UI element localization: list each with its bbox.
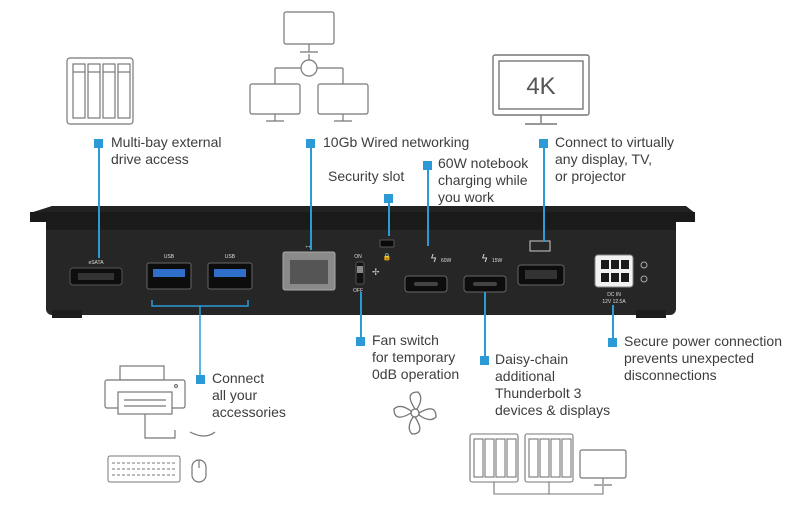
security-slot: 🔒 xyxy=(379,239,395,261)
svg-text:ϟ: ϟ xyxy=(430,252,437,265)
callout-line-networking xyxy=(310,148,312,250)
callout-line-multibay xyxy=(98,148,100,258)
thunderbolt-15w-port: ϟ xyxy=(463,252,507,293)
callout-power: Secure power connection prevents unexpec… xyxy=(624,333,782,383)
monitor-4k-text: 4K xyxy=(526,73,555,100)
fan-icon xyxy=(393,391,437,435)
callout-line-display xyxy=(543,148,545,242)
fan-on-label: ON xyxy=(354,254,362,260)
callout-line-security xyxy=(388,196,390,236)
tb60-label: 60W xyxy=(441,258,452,264)
callout-marker xyxy=(608,338,617,347)
callout-marker xyxy=(384,194,393,203)
network-icon xyxy=(249,11,369,122)
daisy-chain-monitor-icon xyxy=(579,449,627,486)
callout-multibay: Multi-bay external drive access xyxy=(111,134,222,167)
svg-text:↔: ↔ xyxy=(304,241,312,250)
esata-label: eSATA xyxy=(88,260,104,266)
callout-networking: 10Gb Wired networking xyxy=(323,134,470,150)
dcin-label: DC IN xyxy=(607,292,621,298)
svg-text:ϟ: ϟ xyxy=(481,252,488,265)
drive-tower-icon xyxy=(66,57,134,125)
fan-switch: ✢ xyxy=(355,261,380,285)
callout-line-power xyxy=(612,305,614,343)
usb-port-2 xyxy=(207,262,253,290)
callout-line-daisy xyxy=(484,292,486,360)
callout-accessories: Connect all your accessories xyxy=(212,370,286,420)
callout-marker xyxy=(306,139,315,148)
svg-text:🔒: 🔒 xyxy=(383,253,392,261)
daisy-chain-drive-2-icon xyxy=(524,433,574,483)
thunderbolt-60w-port: ϟ xyxy=(404,252,448,293)
callout-display: Connect to virtually any display, TV, or… xyxy=(555,134,675,184)
ethernet-port: ↔ xyxy=(282,241,336,291)
callout-marker xyxy=(539,139,548,148)
usb-port-1 xyxy=(146,262,192,290)
usb-label-1: USB xyxy=(164,254,175,260)
printer-icon xyxy=(104,365,186,415)
svg-text:✢: ✢ xyxy=(372,268,380,278)
callout-marker xyxy=(423,161,432,170)
dc-in-port xyxy=(594,254,648,288)
monitor-4k-icon xyxy=(492,54,590,125)
keyboard-icon xyxy=(107,455,181,483)
callout-line-charging xyxy=(427,170,429,246)
callout-marker xyxy=(196,375,205,384)
usb-label-2: USB xyxy=(225,254,236,260)
fan-off-label: OFF xyxy=(353,288,363,294)
mouse-icon xyxy=(191,459,207,483)
callout-line-fan xyxy=(360,292,362,342)
callout-security: Security slot xyxy=(328,168,405,184)
callout-daisy: Daisy-chain additional Thunderbolt 3 dev… xyxy=(495,351,611,418)
esata-port xyxy=(69,267,123,286)
displayport-port xyxy=(517,240,565,286)
dcin-spec-label: 12V 12.5A xyxy=(602,299,626,305)
daisy-chain-drive-1-icon xyxy=(469,433,519,483)
callout-charging: 60W notebook charging while you work xyxy=(438,155,529,205)
tb15-label: 15W xyxy=(492,258,503,264)
callout-marker xyxy=(356,337,365,346)
callout-marker xyxy=(94,139,103,148)
callout-fan: Fan switch for temporary 0dB operation xyxy=(372,332,460,382)
callout-marker xyxy=(480,356,489,365)
